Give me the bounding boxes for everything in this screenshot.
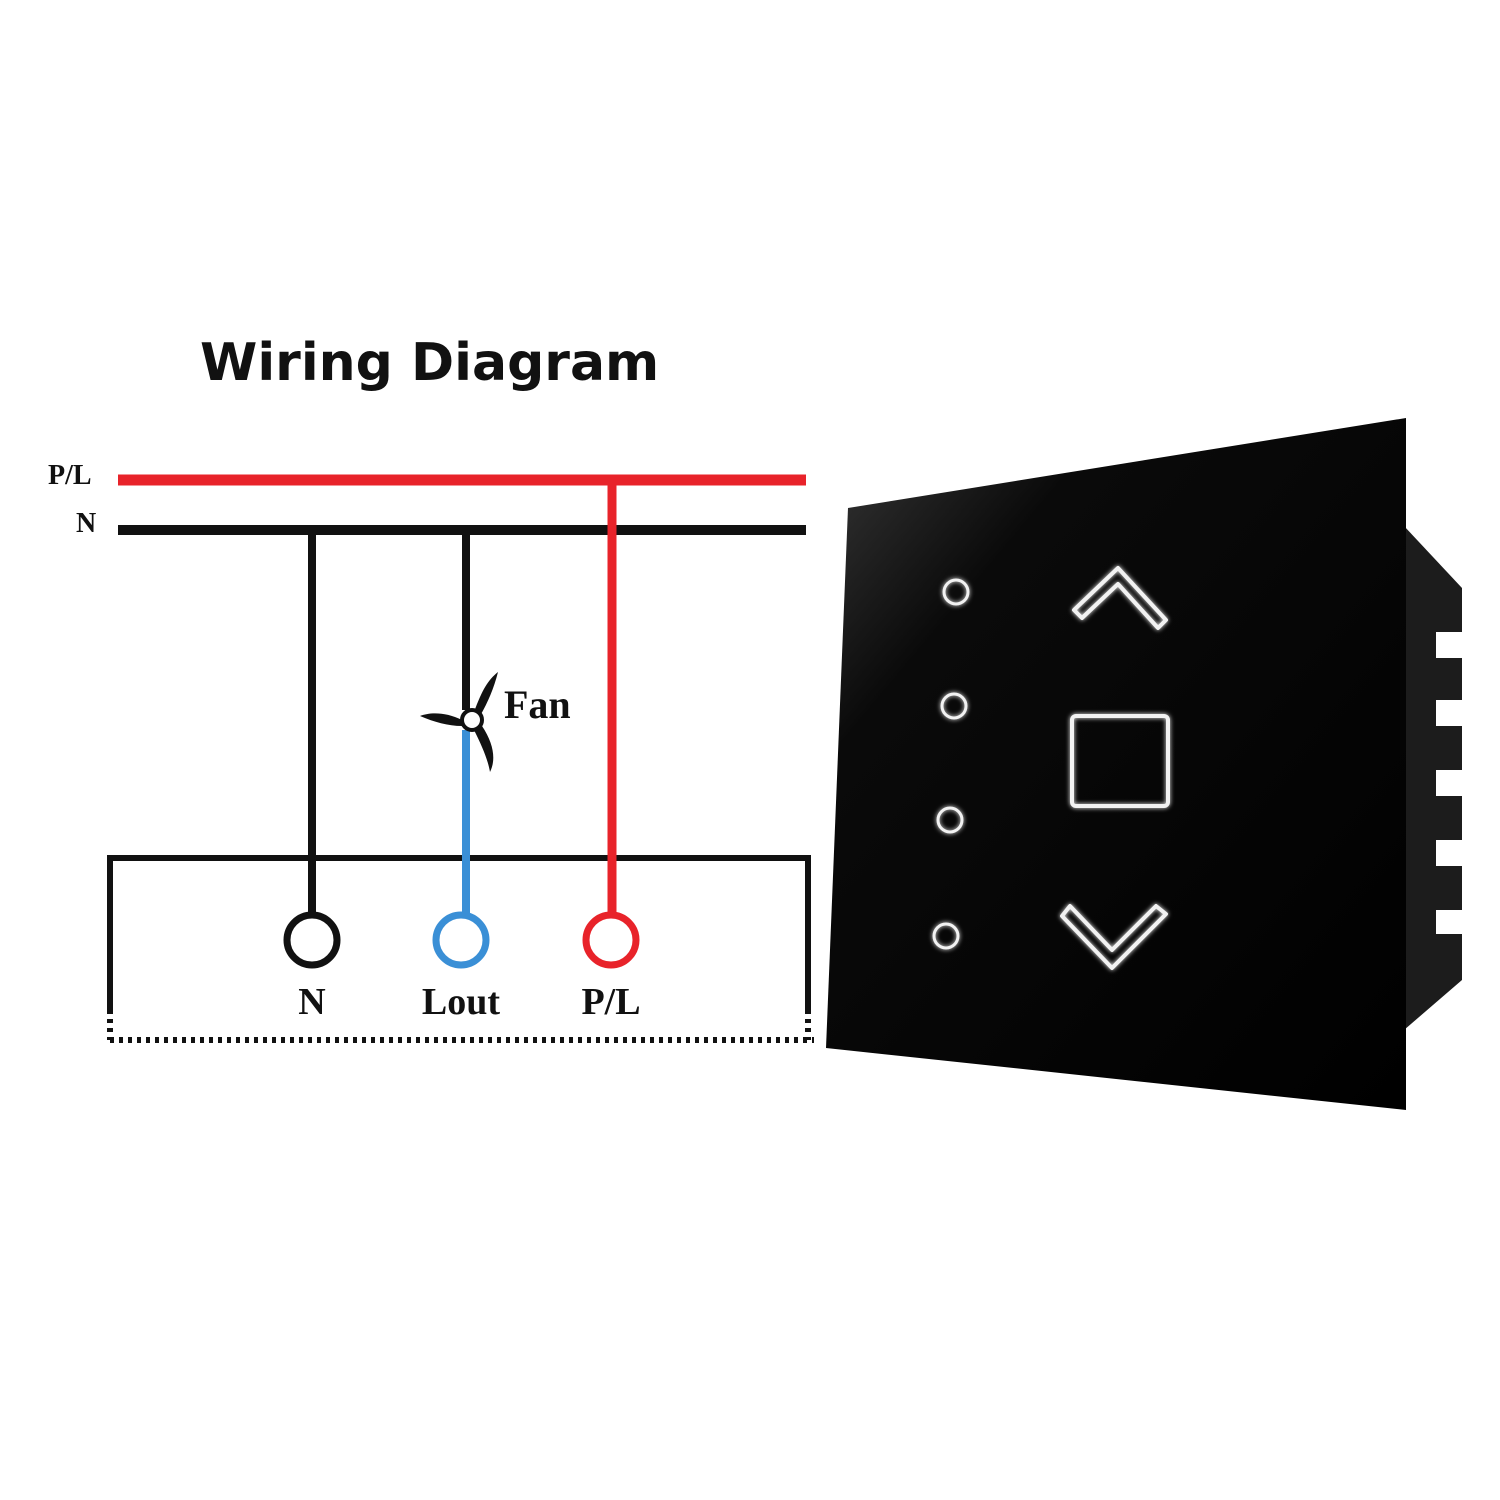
switch-glass-panel xyxy=(826,418,1406,1110)
down-arrow-icon[interactable] xyxy=(1060,904,1168,970)
terminal-n-label: N xyxy=(298,981,325,1023)
indicator-dot xyxy=(942,578,970,606)
indicator-dot xyxy=(932,922,960,950)
terminal-lout-label: Lout xyxy=(422,981,500,1023)
stop-square-icon[interactable] xyxy=(1070,714,1170,808)
fan-icon xyxy=(420,672,498,772)
switch-box-outline xyxy=(107,855,811,1010)
up-arrow-icon[interactable] xyxy=(1072,566,1168,630)
terminal-lout xyxy=(432,911,490,969)
fan-label: Fan xyxy=(504,682,571,727)
indicator-dot xyxy=(936,806,964,834)
neutral-rail-label: N xyxy=(76,508,96,539)
indicator-dot xyxy=(940,692,968,720)
switch-housing xyxy=(1404,526,1462,1030)
terminal-pl-label: P/L xyxy=(581,981,640,1023)
terminal-n xyxy=(283,911,341,969)
live-rail-label: P/L xyxy=(48,460,92,491)
diagram-title: Wiring Diagram xyxy=(200,333,659,393)
terminal-pl xyxy=(582,911,640,969)
